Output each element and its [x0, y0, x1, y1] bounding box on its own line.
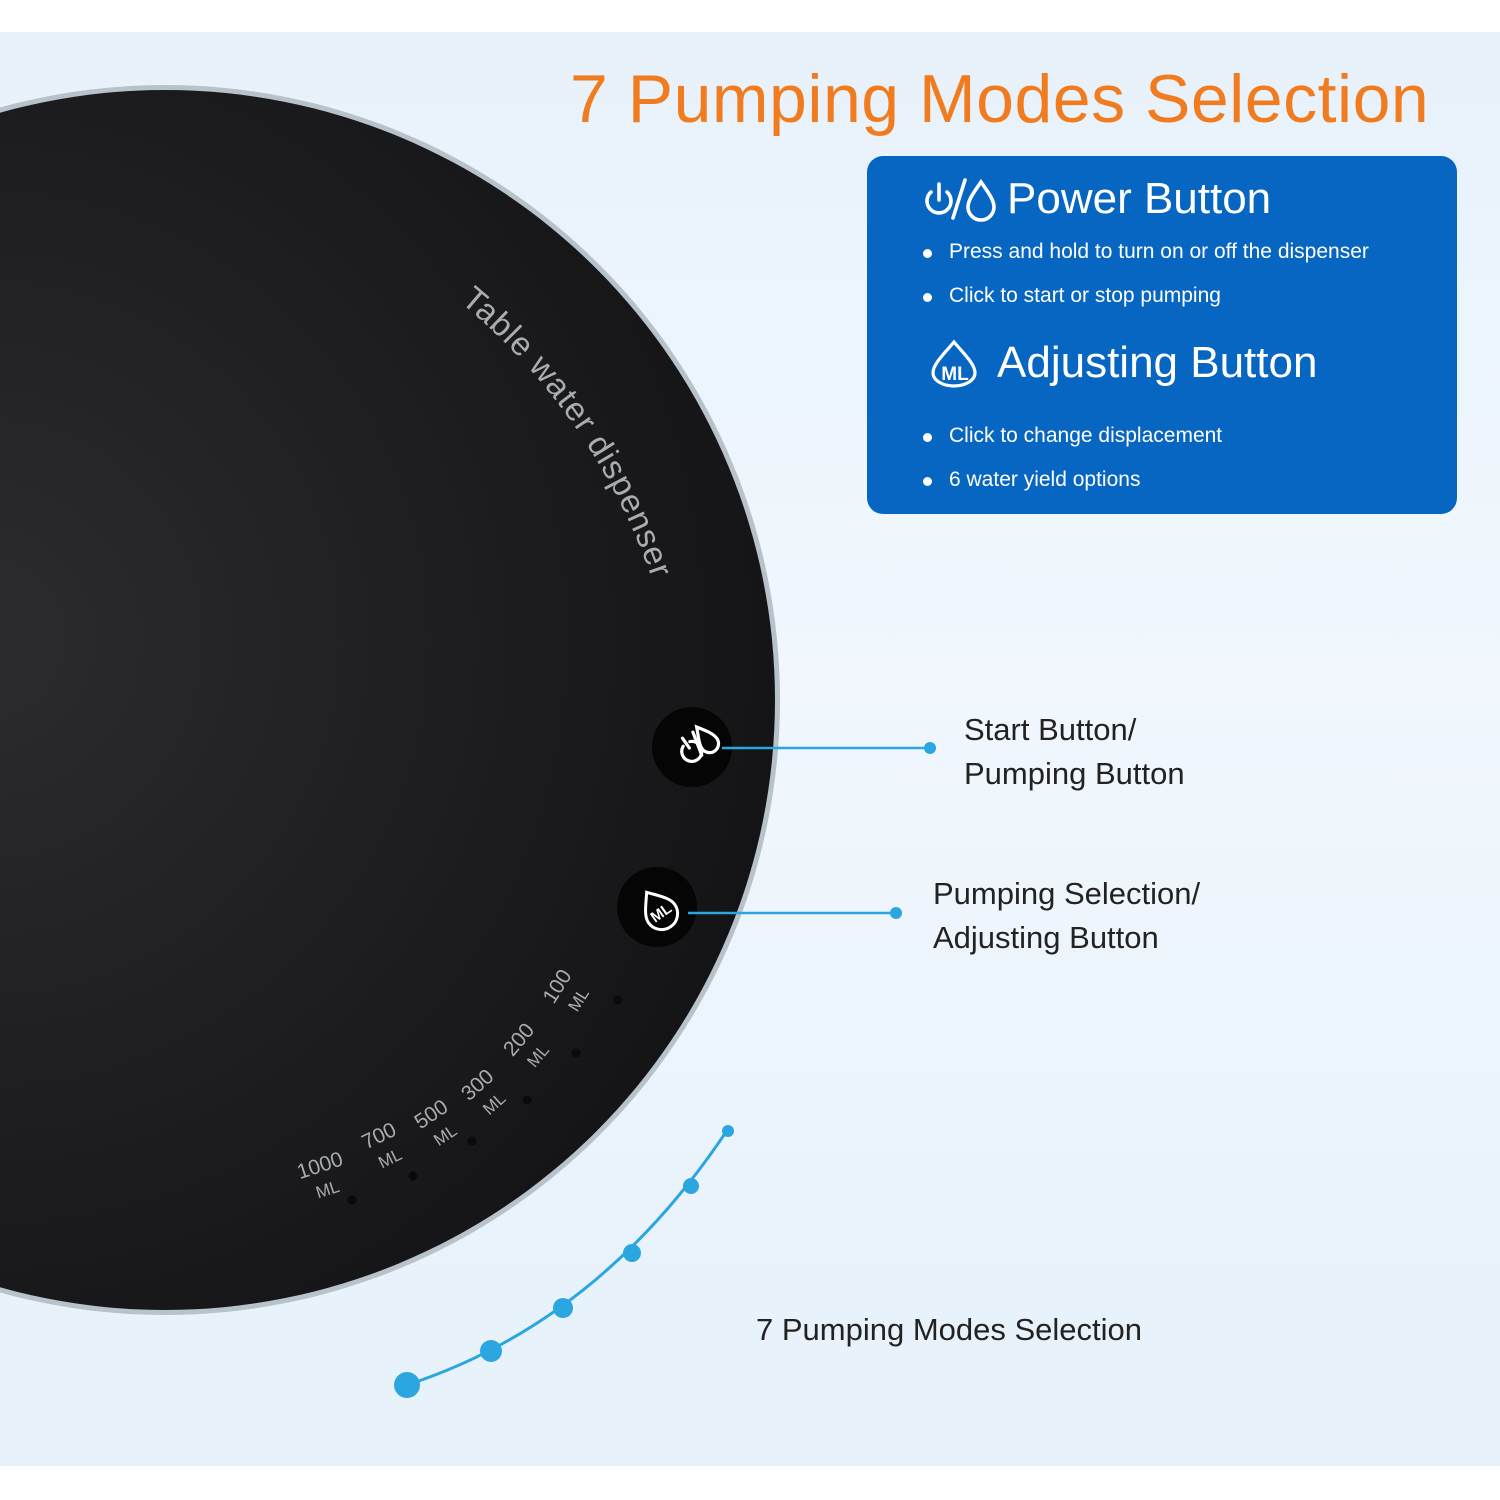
mode-dot	[480, 1340, 502, 1362]
mode-dot	[722, 1125, 734, 1137]
ml-drop-icon: ML	[931, 339, 977, 388]
volume-indicator-dot	[408, 1171, 418, 1181]
volume-indicator-dot	[467, 1136, 477, 1146]
power-bullet-2: Click to start or stop pumping	[923, 284, 1221, 307]
modes-caption: 7 Pumping Modes Selection	[756, 1312, 1143, 1347]
mode-dot	[683, 1178, 699, 1194]
adjust-bullet-2: 6 water yield options	[922, 468, 1141, 491]
selection-button-callout: Pumping Selection/ Adjusting Button	[933, 872, 1200, 960]
selection-callout-line-2: Adjusting Button	[933, 920, 1159, 955]
adjusting-button[interactable]: ML	[617, 867, 697, 947]
dispenser-top	[0, 90, 775, 1310]
volume-indicator-dot	[347, 1195, 357, 1205]
power-drop-icon	[925, 178, 996, 222]
adjust-heading-text: Adjusting Button	[997, 338, 1318, 387]
svg-text:ML: ML	[941, 364, 969, 385]
info-panel: Power Button Press and hold to turn on o…	[867, 156, 1457, 514]
start-callout-line-1: Start Button/	[964, 712, 1137, 747]
start-button-callout: Start Button/ Pumping Button	[964, 708, 1185, 796]
power-drop-icon	[680, 724, 721, 763]
start-callout-line-2: Pumping Button	[964, 756, 1185, 791]
volume-indicator-dot	[571, 1048, 581, 1058]
mode-dot	[394, 1372, 420, 1398]
power-button[interactable]	[652, 707, 732, 787]
adjust-heading: ML Adjusting Button	[929, 338, 1317, 388]
mode-dot	[623, 1244, 641, 1262]
volume-indicator-dot	[522, 1095, 532, 1105]
volume-indicator-dot	[613, 995, 623, 1005]
power-bullet-1: Press and hold to turn on or off the dis…	[923, 240, 1369, 263]
page-title: 7 Pumping Modes Selection	[570, 61, 1430, 137]
mode-dot	[553, 1298, 573, 1318]
adjust-bullet-1: Click to change displacement	[922, 424, 1223, 447]
selection-callout-line-1: Pumping Selection/	[933, 876, 1201, 911]
mode-dots	[394, 1125, 734, 1398]
power-heading-text: Power Button	[1007, 174, 1272, 223]
product-stage: 7 Pumping Modes Selection Table water di…	[0, 32, 1500, 1466]
start-callout-dot	[924, 742, 936, 754]
selection-callout-dot	[890, 907, 902, 919]
power-heading: Power Button	[925, 174, 1271, 224]
